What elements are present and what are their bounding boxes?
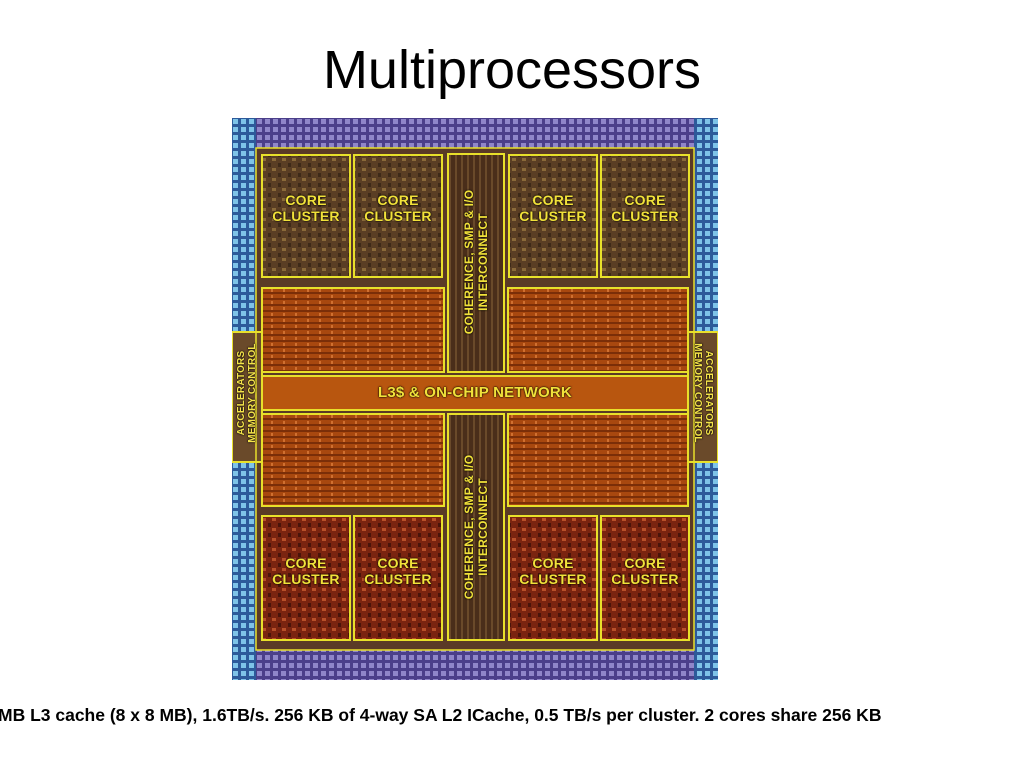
core-cluster-bottom-2 (353, 515, 443, 641)
accelerator-block-left (232, 331, 263, 463)
io-ring-top (232, 118, 718, 148)
network-label: L3$ & ON-CHIP NETWORK (378, 384, 572, 401)
core-cluster-bottom-3 (508, 515, 598, 641)
die-graphic (232, 118, 718, 680)
l3-cache-lower-right (507, 413, 689, 507)
l3-cache-upper-left (261, 287, 445, 373)
interconnect-lower (447, 413, 505, 641)
core-cluster-top-4 (600, 154, 690, 278)
l3-cache-upper-right (507, 287, 689, 373)
die-outline (255, 147, 695, 651)
core-cluster-bottom-1 (261, 515, 351, 641)
l3-cache-lower-left (261, 413, 445, 507)
core-cluster-top-2 (353, 154, 443, 278)
slide-title: Multiprocessors (322, 40, 702, 100)
slide-caption: MB L3 cache (8 x 8 MB), 1.6TB/s. 256 KB … (0, 705, 882, 725)
io-ring-bottom (232, 650, 718, 680)
core-cluster-bottom-4 (600, 515, 690, 641)
accelerator-block-right (687, 331, 718, 463)
core-cluster-top-1 (261, 154, 351, 278)
core-cluster-top-3 (508, 154, 598, 278)
interconnect-upper (447, 153, 505, 373)
